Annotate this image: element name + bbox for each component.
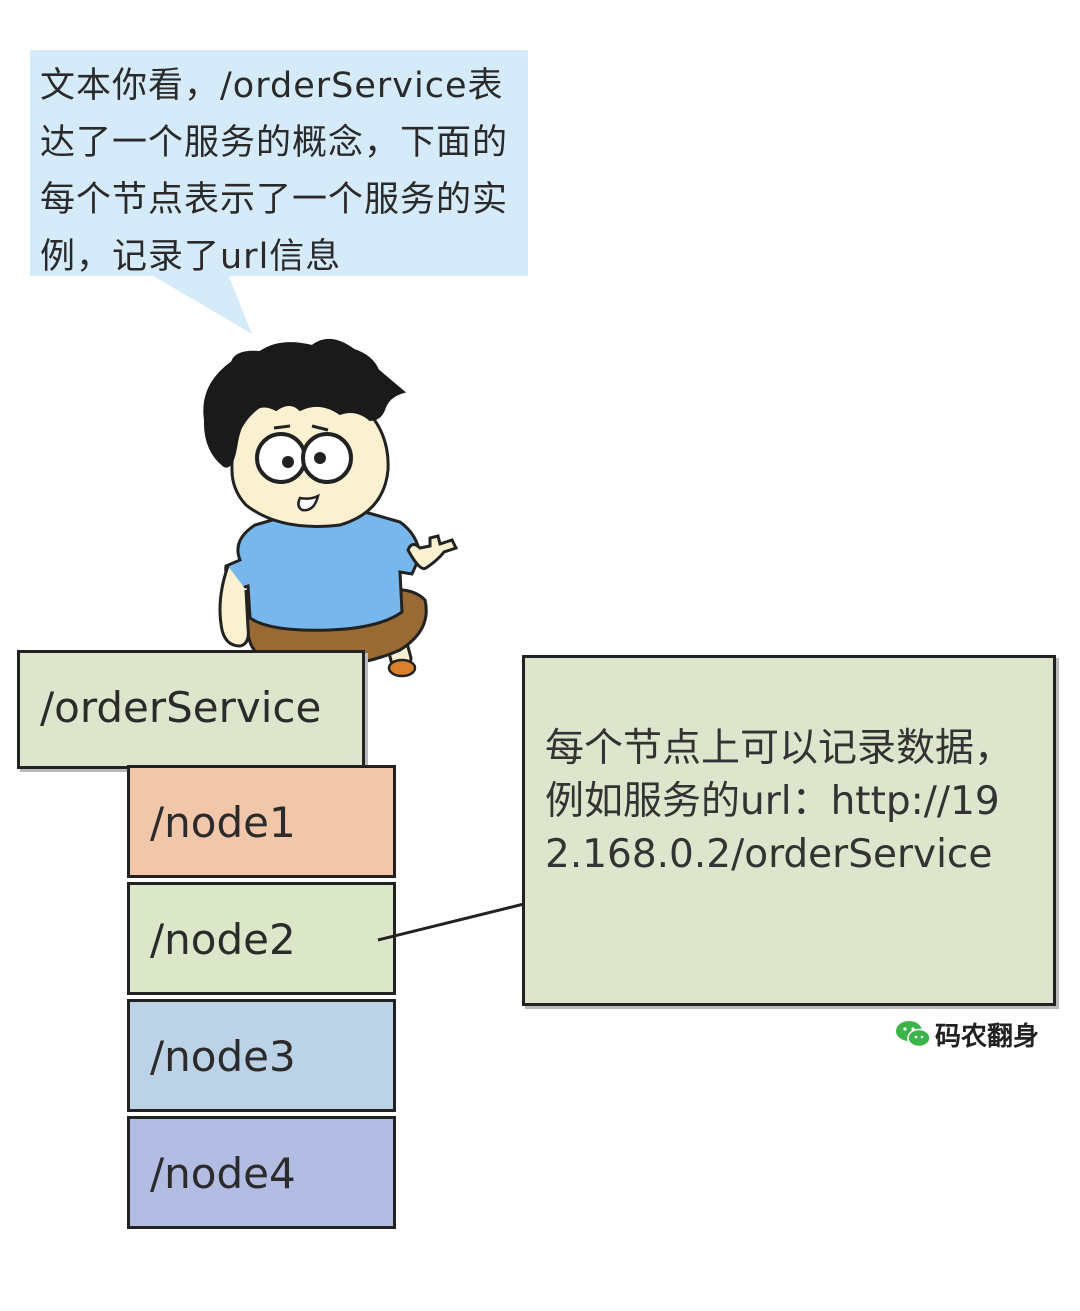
node4-label: /node4: [150, 1149, 296, 1198]
node4-box: /node4: [127, 1116, 396, 1229]
node2-label: /node2: [150, 915, 296, 964]
speech-bubble-text: 文本你看，/orderService表达了一个服务的概念，下面的每个节点表示了一…: [40, 66, 509, 277]
brand-name: 码农翻身: [935, 1021, 1040, 1052]
order-service-box: /orderService: [17, 650, 365, 769]
node1-box: /node1: [127, 765, 396, 878]
speech-bubble: 文本你看，/orderService表达了一个服务的概念，下面的每个节点表示了一…: [30, 50, 528, 277]
node2-box: /node2: [127, 882, 396, 995]
annotation-note-text: 每个节点上可以记录数据，例如服务的url：http://192.168.0.2/…: [545, 726, 1014, 877]
node1-label: /node1: [150, 798, 296, 847]
order-service-label: /orderService: [40, 683, 322, 732]
node3-label: /node3: [150, 1032, 296, 1081]
node3-box: /node3: [127, 999, 396, 1112]
brand-watermark: 码农翻身: [895, 1014, 1039, 1054]
wechat-icon: [896, 1021, 931, 1048]
annotation-note: 每个节点上可以记录数据，例如服务的url：http://192.168.0.2/…: [522, 655, 1056, 1006]
